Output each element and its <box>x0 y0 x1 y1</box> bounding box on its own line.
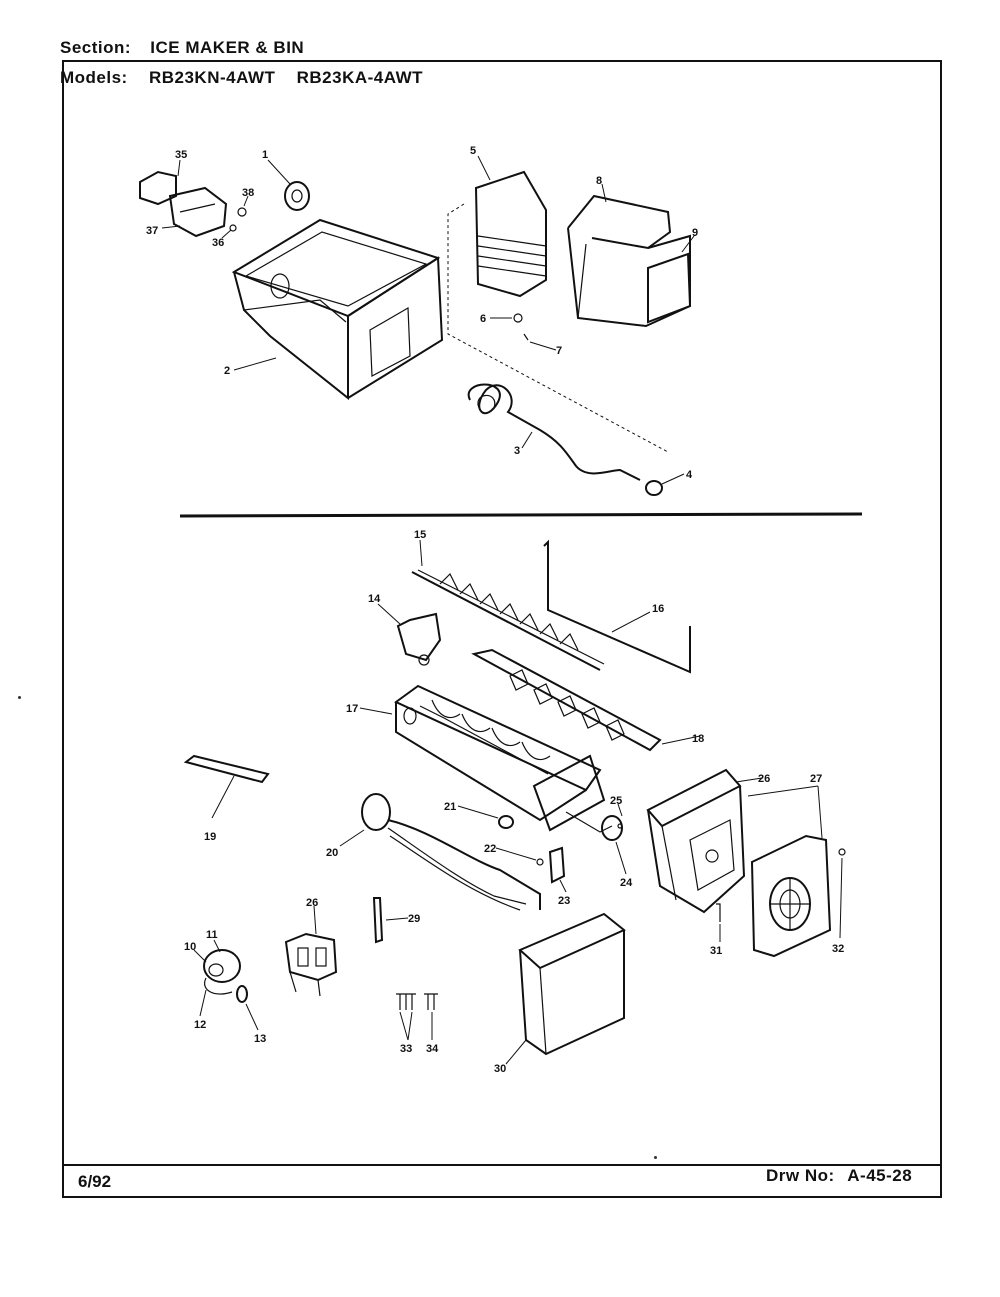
part-ejector <box>411 569 605 671</box>
part-ice-bin <box>231 218 444 401</box>
callout-1: 1 <box>262 149 268 161</box>
part-stripper <box>471 648 662 752</box>
callout-7: 7 <box>556 345 562 357</box>
section-value: ICE MAKER & BIN <box>150 38 305 57</box>
callout-17: 17 <box>346 703 358 715</box>
part-bracket-assembly <box>139 170 247 238</box>
drawing-number-label: Drw No: <box>766 1166 835 1185</box>
footer-date: 6/92 <box>78 1172 112 1191</box>
callout-24: 24 <box>620 877 633 889</box>
callout-22: 22 <box>484 843 496 855</box>
callout-26-valve: 26 <box>306 897 318 909</box>
callout-16: 16 <box>652 603 664 615</box>
footer-rule <box>62 1164 942 1166</box>
callout-37: 37 <box>146 225 158 237</box>
callout-32: 32 <box>832 943 844 955</box>
callout-8: 8 <box>596 175 602 187</box>
callout-13: 13 <box>254 1033 266 1045</box>
part-21 <box>498 815 514 829</box>
part-shutoff-arm <box>543 539 691 674</box>
models-label: Models: <box>60 68 128 87</box>
callout-27: 27 <box>810 773 822 785</box>
callout-29: 29 <box>408 913 420 925</box>
drawing-number: Drw No: A-45-28 <box>766 1166 920 1186</box>
model-number-1: RB23KN-4AWT <box>148 68 276 87</box>
part-wire-harness <box>361 793 541 911</box>
callout-14: 14 <box>368 593 381 605</box>
callout-5: 5 <box>470 145 476 157</box>
section-label: Section: <box>60 38 132 57</box>
part-drive-gear <box>284 181 310 211</box>
models-line: Models: RB23KN-4AWT RB23KA-4AWT <box>60 68 439 88</box>
part-ice-mold <box>394 684 602 822</box>
callout-30: 30 <box>494 1063 506 1075</box>
callout-26-housing: 26 <box>758 773 770 785</box>
callout-25: 25 <box>610 795 622 807</box>
part-fill-tube-assembly <box>203 949 248 1003</box>
callout-33: 33 <box>400 1043 412 1055</box>
section-title: Section: ICE MAKER & BIN <box>60 38 318 58</box>
part-switch <box>536 846 566 884</box>
scan-speck <box>654 1156 657 1159</box>
part-deflector <box>567 194 692 328</box>
part-thermostat-bracket <box>396 612 442 666</box>
part-mounting-plate <box>532 754 623 841</box>
callout-23: 23 <box>558 895 570 907</box>
part-ice-chute <box>474 170 547 298</box>
drawing-number-value: A-45-28 <box>847 1166 913 1185</box>
callout-20: 20 <box>326 847 338 859</box>
part-screws-33-34 <box>396 993 438 1010</box>
part-water-valve <box>284 932 338 997</box>
callout-12: 12 <box>194 1019 206 1031</box>
callout-34: 34 <box>426 1043 439 1055</box>
callout-31: 31 <box>710 945 722 957</box>
callout-11: 11 <box>206 929 218 941</box>
callout-3: 3 <box>514 445 520 457</box>
callout-10: 10 <box>184 941 196 953</box>
callout-9: 9 <box>692 227 698 239</box>
part-screw-31 <box>716 903 721 922</box>
callout-19: 19 <box>204 831 216 843</box>
callout-6: 6 <box>480 313 486 325</box>
part-29 <box>372 897 384 944</box>
callout-15: 15 <box>414 529 426 541</box>
callout-labels: 35 1 38 37 36 2 5 8 9 6 7 3 4 15 16 14 1… <box>146 145 844 1075</box>
callout-2: 2 <box>224 365 230 377</box>
part-cover <box>518 912 626 1056</box>
scan-speck <box>18 696 21 699</box>
callout-38: 38 <box>242 187 254 199</box>
part-fill-cup <box>183 754 270 784</box>
part-heater-wire <box>467 383 663 496</box>
callout-35: 35 <box>175 149 187 161</box>
drawing-frame <box>62 60 942 1198</box>
callout-4: 4 <box>686 469 693 481</box>
assembly-divider <box>179 512 863 518</box>
callout-36: 36 <box>212 237 224 249</box>
part-pin-7 <box>523 333 529 341</box>
callout-18: 18 <box>692 733 704 745</box>
part-screw-6 <box>513 313 523 323</box>
part-control-housing <box>646 768 746 914</box>
part-timer-module <box>750 834 846 958</box>
model-number-2: RB23KA-4AWT <box>296 68 424 87</box>
callout-21: 21 <box>444 801 456 813</box>
